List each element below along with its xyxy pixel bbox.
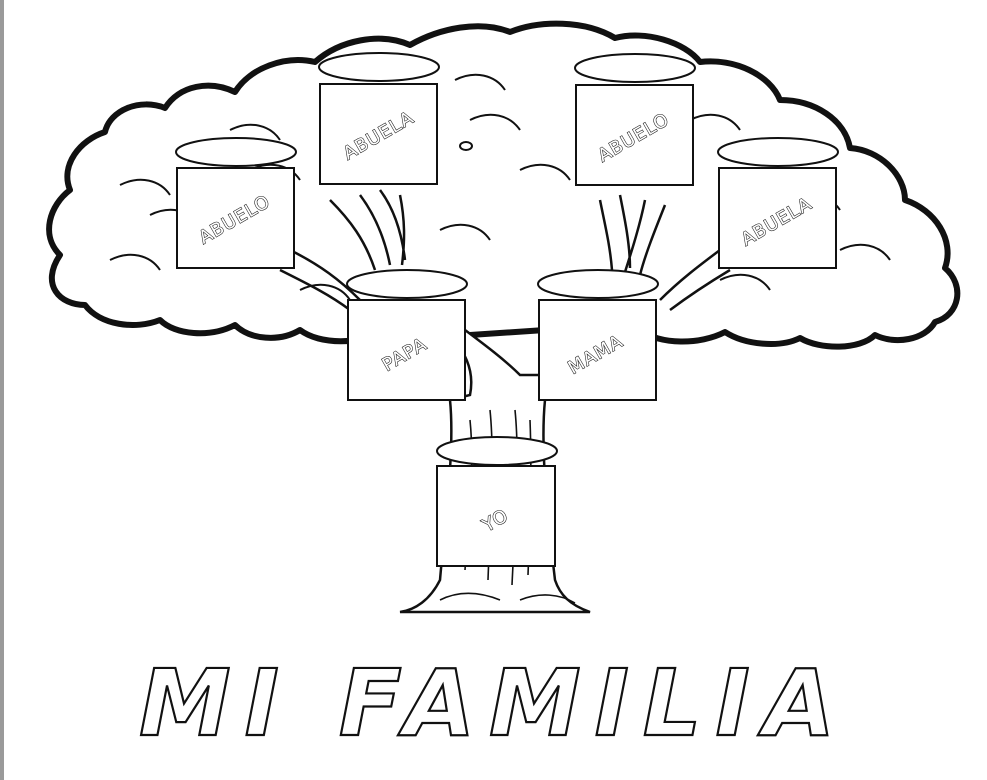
photo-oval	[318, 52, 440, 82]
photo-oval	[717, 137, 839, 167]
photo-oval	[574, 53, 696, 83]
page-left-border	[0, 0, 4, 780]
name-frame	[538, 299, 657, 401]
name-frame	[575, 84, 694, 186]
name-frame	[319, 83, 438, 185]
member-box-grandmother-right[interactable]: ABUELA	[717, 137, 839, 269]
member-box-grandfather-left[interactable]: ABUELO	[175, 137, 297, 269]
name-frame	[347, 299, 466, 401]
photo-oval	[175, 137, 297, 167]
name-frame	[718, 167, 837, 269]
member-box-mother[interactable]: MAMA	[537, 269, 659, 401]
member-box-grandmother-left[interactable]: ABUELA	[318, 52, 440, 185]
member-box-grandfather-right[interactable]: ABUELO	[574, 53, 696, 186]
name-frame	[436, 465, 556, 567]
member-box-me[interactable]: YO	[436, 436, 558, 567]
name-frame	[176, 167, 295, 269]
photo-oval	[436, 436, 558, 466]
worksheet-title: MI FAMILIA	[139, 650, 849, 757]
member-box-father[interactable]: PAPA	[346, 269, 468, 401]
photo-oval	[537, 269, 659, 299]
photo-oval	[346, 269, 468, 299]
